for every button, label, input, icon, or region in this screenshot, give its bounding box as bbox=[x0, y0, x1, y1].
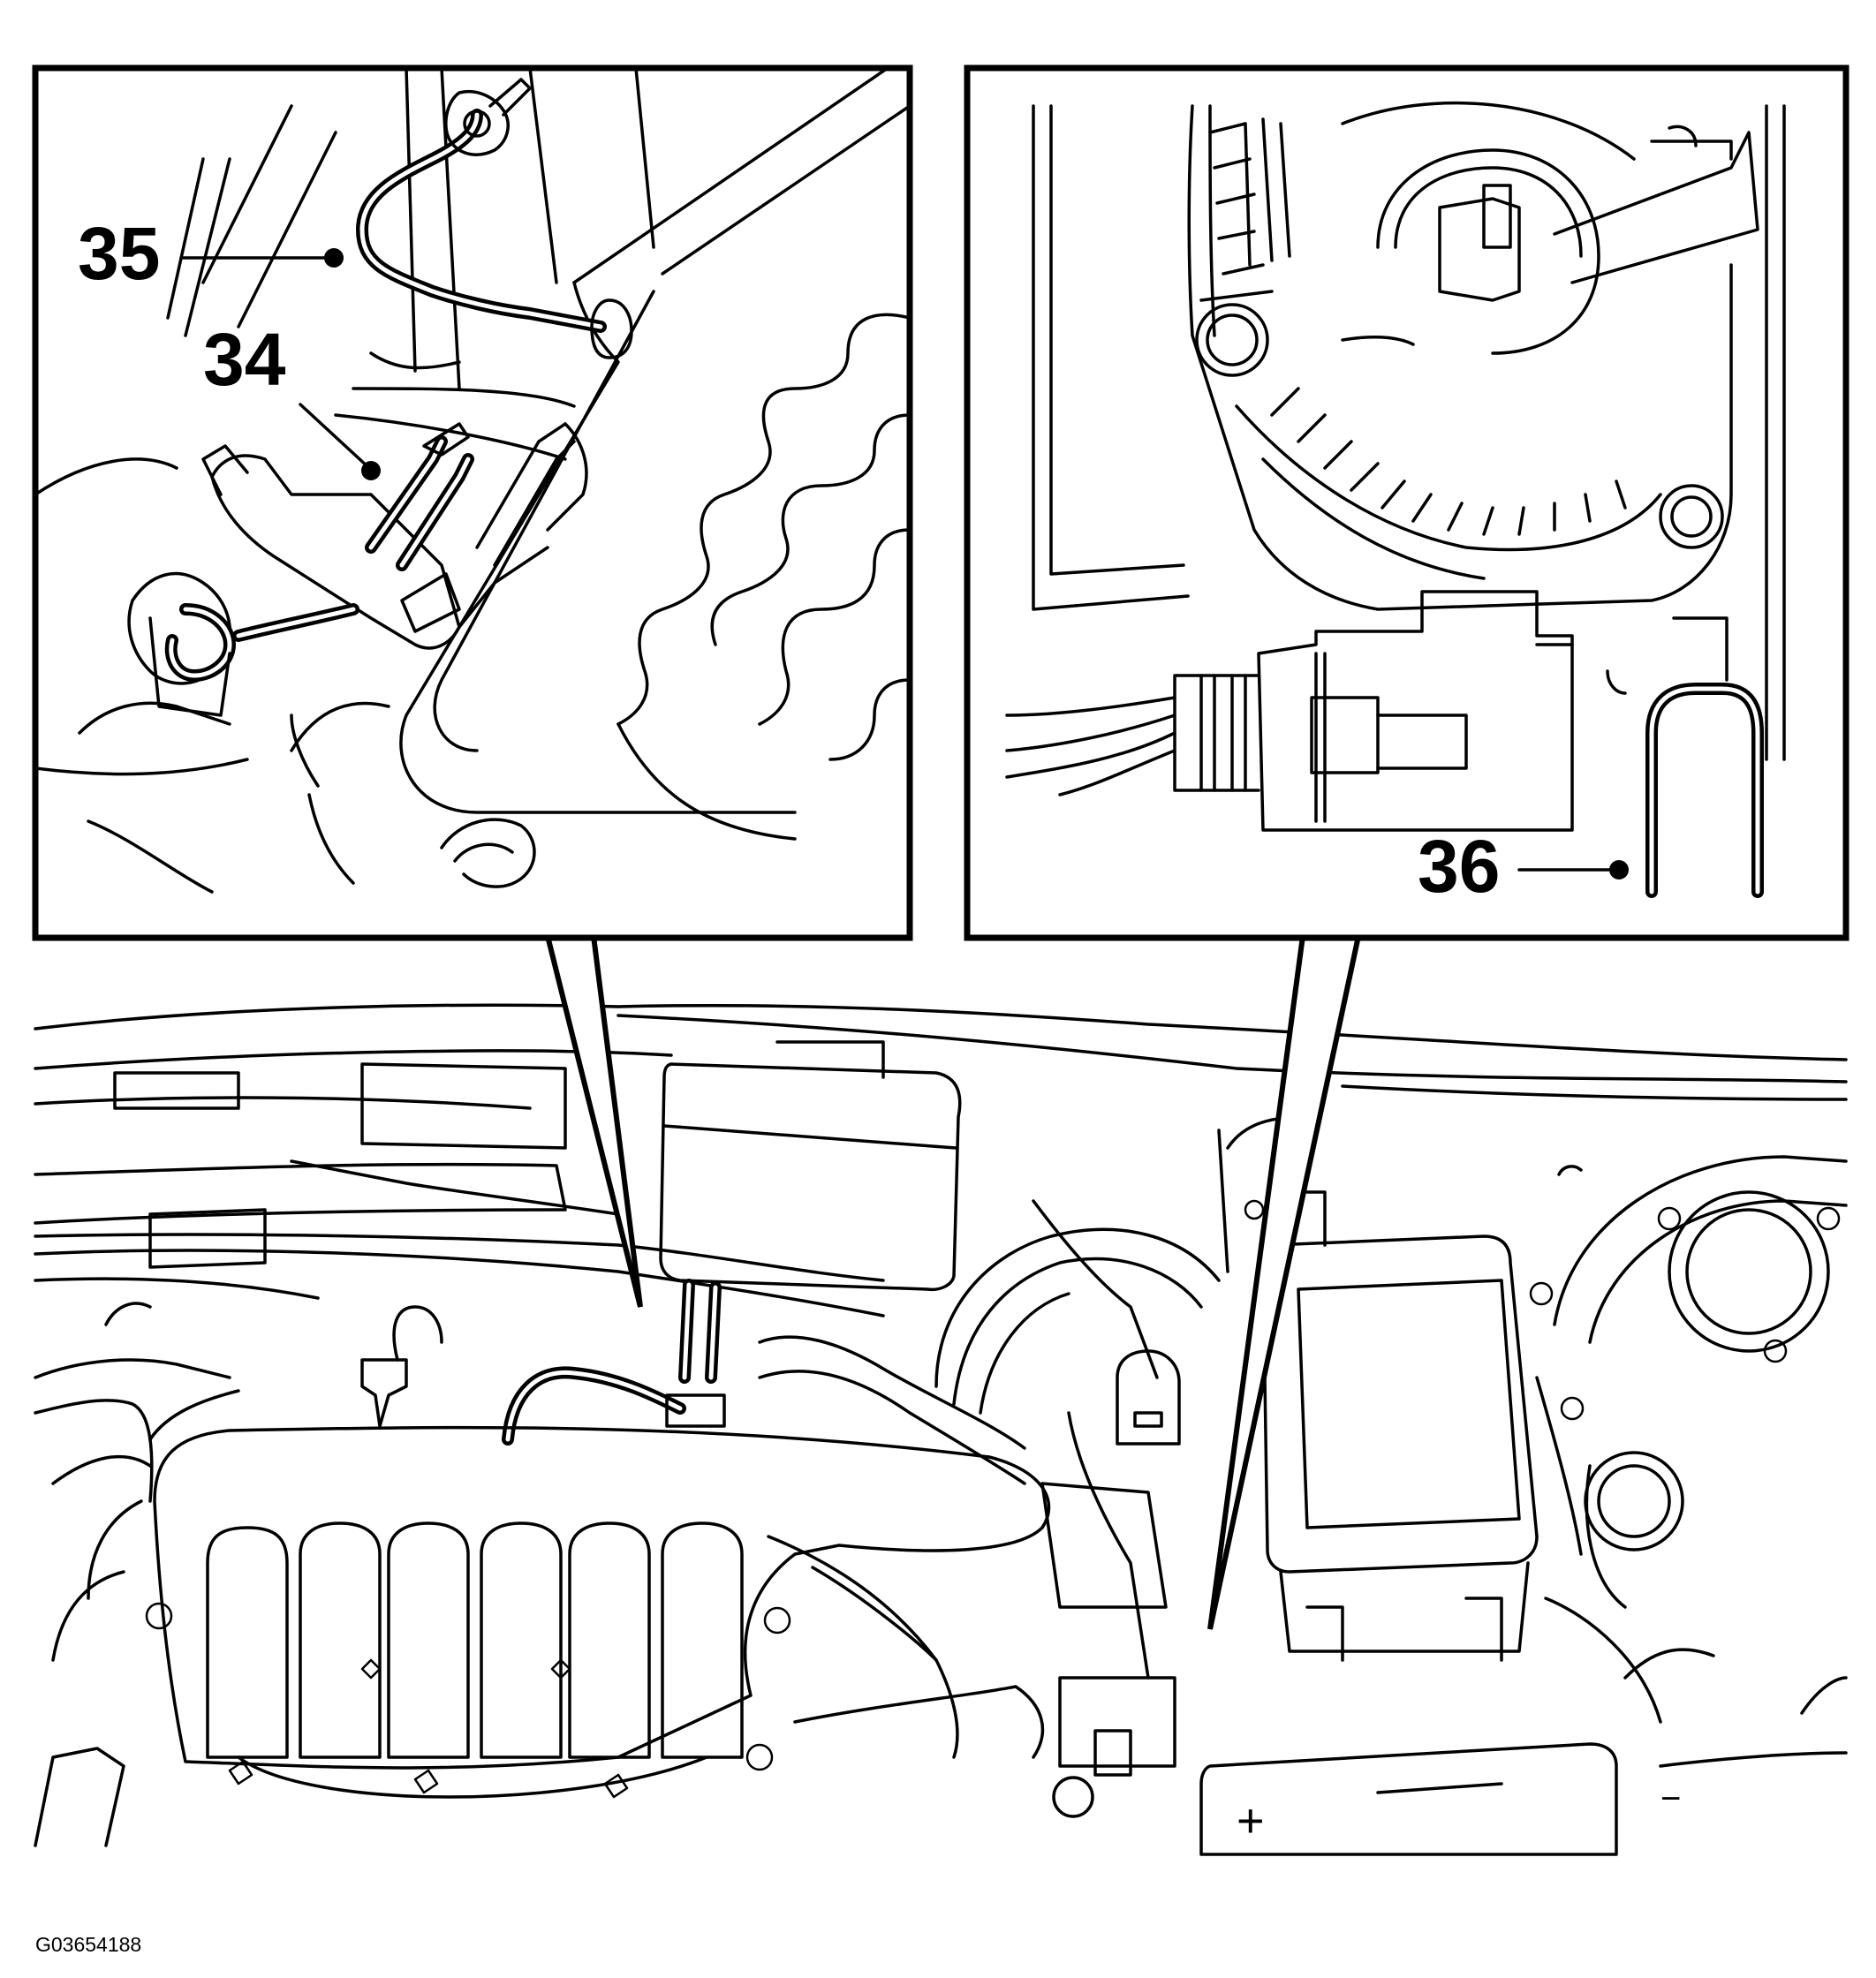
svg-text:34: 34 bbox=[203, 318, 286, 401]
inset-right: 36 bbox=[964, 64, 1850, 941]
fuel-line-35 bbox=[356, 78, 633, 359]
alternator bbox=[1187, 101, 1759, 611]
main-engine-view: + − bbox=[34, 933, 1848, 1856]
intake-runners bbox=[206, 1521, 744, 1759]
alternator-lead-36 bbox=[1606, 616, 1764, 898]
callout-36: 36 bbox=[1418, 825, 1629, 908]
battery-positive-icon: + bbox=[1237, 1794, 1265, 1847]
battery: + − bbox=[1199, 1742, 1848, 1856]
callout-34: 34 bbox=[203, 318, 381, 480]
svg-text:36: 36 bbox=[1418, 825, 1500, 908]
figure-id: G03654188 bbox=[35, 1933, 141, 1956]
fuel-injector-34 bbox=[201, 422, 576, 650]
brake-booster bbox=[934, 1199, 1221, 1446]
intake-manifold bbox=[145, 1425, 1051, 1799]
callout-35: 35 bbox=[78, 212, 344, 295]
reservoir-cap bbox=[1584, 1451, 1684, 1609]
battery-negative-icon: − bbox=[1660, 1779, 1681, 1818]
relay-box bbox=[659, 1062, 962, 1384]
alternator-connector bbox=[1005, 590, 1574, 832]
inset-left: 35 34 bbox=[32, 64, 913, 941]
svg-text:35: 35 bbox=[78, 212, 160, 295]
strut-tower bbox=[1529, 1155, 1848, 1556]
